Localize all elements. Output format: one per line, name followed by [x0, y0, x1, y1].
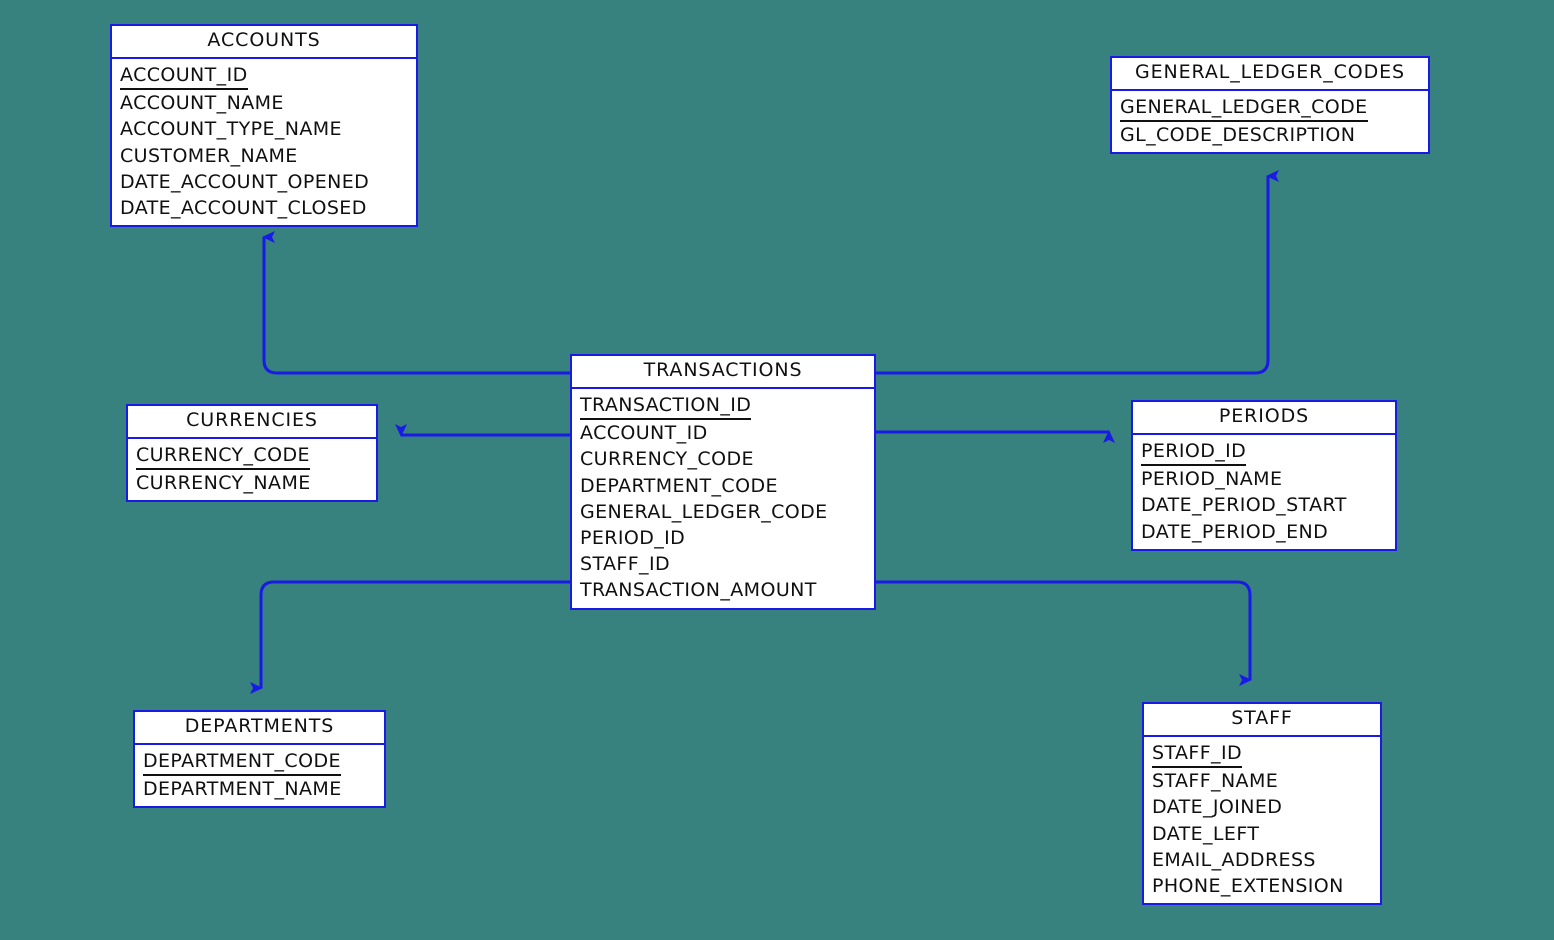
entity-currencies[interactable]: CURRENCIES CURRENCY_CODE CURRENCY_NAME	[126, 404, 378, 503]
field-row: TRANSACTION_ID	[572, 392, 874, 421]
entity-title-departments: DEPARTMENTS	[135, 712, 384, 745]
entity-title-accounts: ACCOUNTS	[112, 26, 416, 59]
entity-accounts[interactable]: ACCOUNTS ACCOUNT_ID ACCOUNT_NAME ACCOUNT…	[110, 24, 418, 228]
field-row: STAFF_ID	[1144, 740, 1380, 769]
field-row: PERIOD_ID	[580, 527, 686, 550]
connector-transactions-departments	[250, 580, 570, 694]
field-row: CUSTOMER_NAME	[120, 144, 298, 167]
entity-fields-currencies: CURRENCY_CODE CURRENCY_NAME	[128, 439, 376, 500]
field-row: STAFF_ID	[580, 553, 670, 576]
field-row: ACCOUNT_ID	[112, 62, 416, 91]
entity-title-transactions: TRANSACTIONS	[572, 356, 874, 389]
field-row: DATE_ACCOUNT_OPENED	[120, 170, 370, 193]
field-row: CURRENCY_CODE	[580, 448, 754, 471]
field-row: ACCOUNT_ID	[580, 422, 708, 445]
field-row: ACCOUNT_NAME	[120, 92, 284, 115]
entity-staff[interactable]: STAFF STAFF_ID STAFF_NAME DATE_JOINED DA…	[1142, 702, 1382, 906]
connector-transactions-glcodes	[876, 170, 1279, 375]
entity-fields-transactions: TRANSACTION_ID ACCOUNT_ID CURRENCY_CODE …	[572, 389, 874, 608]
entity-title-currencies: CURRENCIES	[128, 406, 376, 439]
field-row: DEPARTMENT_CODE	[580, 474, 778, 497]
entity-fields-periods: PERIOD_ID PERIOD_NAME DATE_PERIOD_START …	[1133, 435, 1395, 549]
field-row: CURRENCY_CODE	[128, 442, 376, 471]
entity-fields-staff: STAFF_ID STAFF_NAME DATE_JOINED DATE_LEF…	[1144, 737, 1380, 903]
field-row: EMAIL_ADDRESS	[1152, 848, 1316, 871]
entity-title-staff: STAFF	[1144, 704, 1380, 737]
field-row: DEPARTMENT_CODE	[135, 748, 384, 777]
entity-fields-accounts: ACCOUNT_ID ACCOUNT_NAME ACCOUNT_TYPE_NAM…	[112, 59, 416, 225]
field-row: DATE_JOINED	[1152, 796, 1283, 819]
entity-transactions[interactable]: TRANSACTIONS TRANSACTION_ID ACCOUNT_ID C…	[570, 354, 876, 610]
field-row: PERIOD_ID	[1133, 438, 1395, 467]
field-row: DATE_ACCOUNT_CLOSED	[120, 197, 367, 220]
field-row: PHONE_EXTENSION	[1152, 875, 1344, 898]
field-row: PERIOD_NAME	[1141, 468, 1283, 491]
field-row: GENERAL_LEDGER_CODE	[580, 500, 828, 523]
field-row: DATE_PERIOD_START	[1141, 494, 1347, 517]
field-row: DEPARTMENT_NAME	[143, 778, 342, 801]
field-row: TRANSACTION_AMOUNT	[580, 579, 817, 602]
entity-periods[interactable]: PERIODS PERIOD_ID PERIOD_NAME DATE_PERIO…	[1131, 400, 1397, 551]
entity-departments[interactable]: DEPARTMENTS DEPARTMENT_CODE DEPARTMENT_N…	[133, 710, 386, 809]
field-row: DATE_LEFT	[1152, 822, 1260, 845]
field-row: GENERAL_LEDGER_CODE	[1112, 94, 1428, 123]
entity-fields-general-ledger-codes: GENERAL_LEDGER_CODE GL_CODE_DESCRIPTION	[1112, 91, 1428, 152]
field-row: STAFF_NAME	[1152, 770, 1279, 793]
field-row: DATE_PERIOD_END	[1141, 520, 1329, 543]
field-row: ACCOUNT_TYPE_NAME	[120, 118, 342, 141]
field-row: CURRENCY_NAME	[136, 472, 311, 495]
connector-transactions-accounts	[262, 231, 570, 375]
field-row: GL_CODE_DESCRIPTION	[1120, 124, 1356, 147]
entity-fields-departments: DEPARTMENT_CODE DEPARTMENT_NAME	[135, 745, 384, 806]
connector-transactions-staff	[876, 580, 1252, 686]
entity-title-general-ledger-codes: GENERAL_LEDGER_CODES	[1112, 58, 1428, 91]
entity-general-ledger-codes[interactable]: GENERAL_LEDGER_CODES GENERAL_LEDGER_CODE…	[1110, 56, 1430, 155]
entity-title-periods: PERIODS	[1133, 402, 1395, 435]
